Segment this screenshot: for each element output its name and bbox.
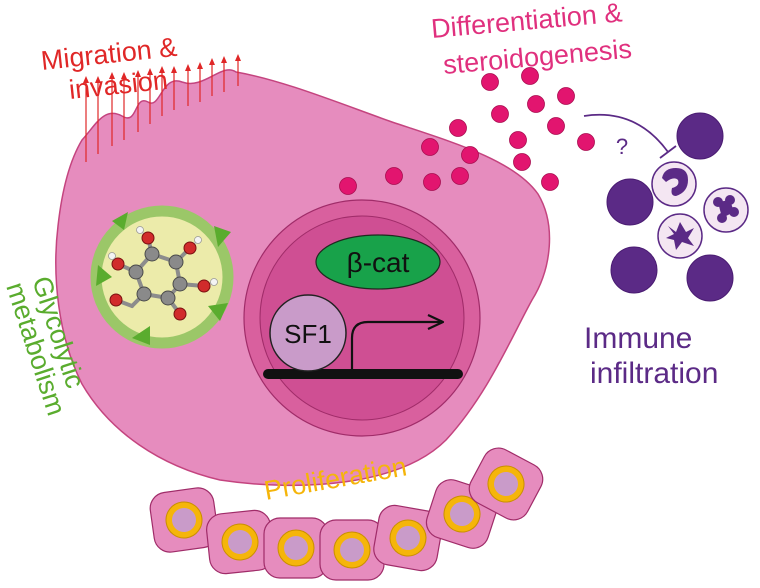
inhibition-arrow-icon — [583, 113, 669, 153]
hormone-granule — [557, 87, 575, 105]
hormone-granule — [461, 146, 479, 164]
proliferating-cell — [149, 487, 219, 553]
hormone-granule — [449, 119, 467, 137]
hormone-granule — [481, 73, 499, 91]
migration-arrowhead — [197, 62, 203, 69]
cycle-arrowhead-1 — [214, 226, 231, 247]
glucose-molecule-icon — [108, 226, 218, 321]
beta-catenin-protein — [315, 234, 441, 290]
cycle-arrowhead-5 — [112, 212, 128, 230]
migration-arrowhead — [171, 66, 177, 73]
differentiation-label: Differentiation & steroidogenesis — [430, 0, 633, 80]
migration-arrowhead — [95, 76, 101, 83]
migration-arrowhead — [185, 64, 191, 71]
hormone-granule — [423, 173, 441, 191]
migration-arrowhead — [121, 72, 127, 79]
migration-arrowhead — [109, 72, 115, 79]
hormone-granule — [421, 138, 439, 156]
migration-arrowhead — [235, 54, 241, 61]
hormone-granule — [541, 173, 559, 191]
hormone-granule — [521, 67, 539, 85]
hormone-granule — [547, 117, 565, 135]
migration-arrows — [83, 54, 241, 162]
hormone-granule — [451, 167, 469, 185]
immune-monocyte — [651, 161, 697, 207]
migration-arrowhead — [221, 56, 227, 63]
cycle-arrowhead-3 — [132, 326, 150, 345]
proliferating-cells — [149, 447, 544, 581]
proliferating-cell — [468, 447, 544, 521]
proliferating-cell — [319, 519, 385, 581]
transcription-arrow-icon — [350, 320, 440, 370]
migration-arrowhead — [135, 70, 141, 77]
inhibition-bar — [659, 145, 677, 159]
migration-arrowhead — [147, 68, 153, 75]
transcription-arrowhead — [427, 314, 445, 330]
sf1-label: SF1 — [284, 319, 332, 349]
sf1-protein — [269, 294, 347, 372]
beta-catenin-label: β-cat — [347, 247, 410, 278]
hormone-granule — [339, 177, 357, 195]
migration-arrowhead — [83, 76, 89, 83]
hormone-granule — [513, 153, 531, 171]
immune-lymphocyte — [676, 112, 724, 160]
proliferating-cell — [373, 504, 443, 572]
hormone-granule — [577, 133, 595, 151]
glycolysis-cycle-arrows — [96, 212, 231, 345]
migration-arrowhead — [209, 58, 215, 65]
cycle-arrowhead-2 — [208, 303, 228, 321]
immune-label-line1: Immune — [584, 322, 692, 355]
immune-cells — [606, 112, 749, 302]
migration-arrowhead — [159, 66, 165, 73]
immune-granulocyte — [657, 213, 703, 259]
immune-label-line2: infiltration — [590, 357, 718, 390]
cycle-arrowhead-4 — [96, 265, 112, 286]
hormone-granule — [491, 105, 509, 123]
steroid-hormone-granules — [339, 67, 595, 195]
immune-lymphocyte — [610, 246, 658, 294]
hormone-granule — [509, 131, 527, 149]
hormone-granule — [385, 167, 403, 185]
immune-neutrophil — [703, 187, 749, 233]
hormone-granule — [527, 95, 545, 113]
proliferating-cell — [206, 509, 274, 575]
migration-label: Migration & invasion — [39, 32, 178, 105]
glycolysis-compartment — [90, 205, 234, 349]
immune-label: Immune infiltration — [584, 322, 718, 390]
question-mark-label: ? — [616, 134, 628, 159]
immune-lymphocyte — [686, 254, 734, 302]
immune-lymphocyte — [606, 178, 654, 226]
proliferating-cell — [263, 517, 329, 579]
